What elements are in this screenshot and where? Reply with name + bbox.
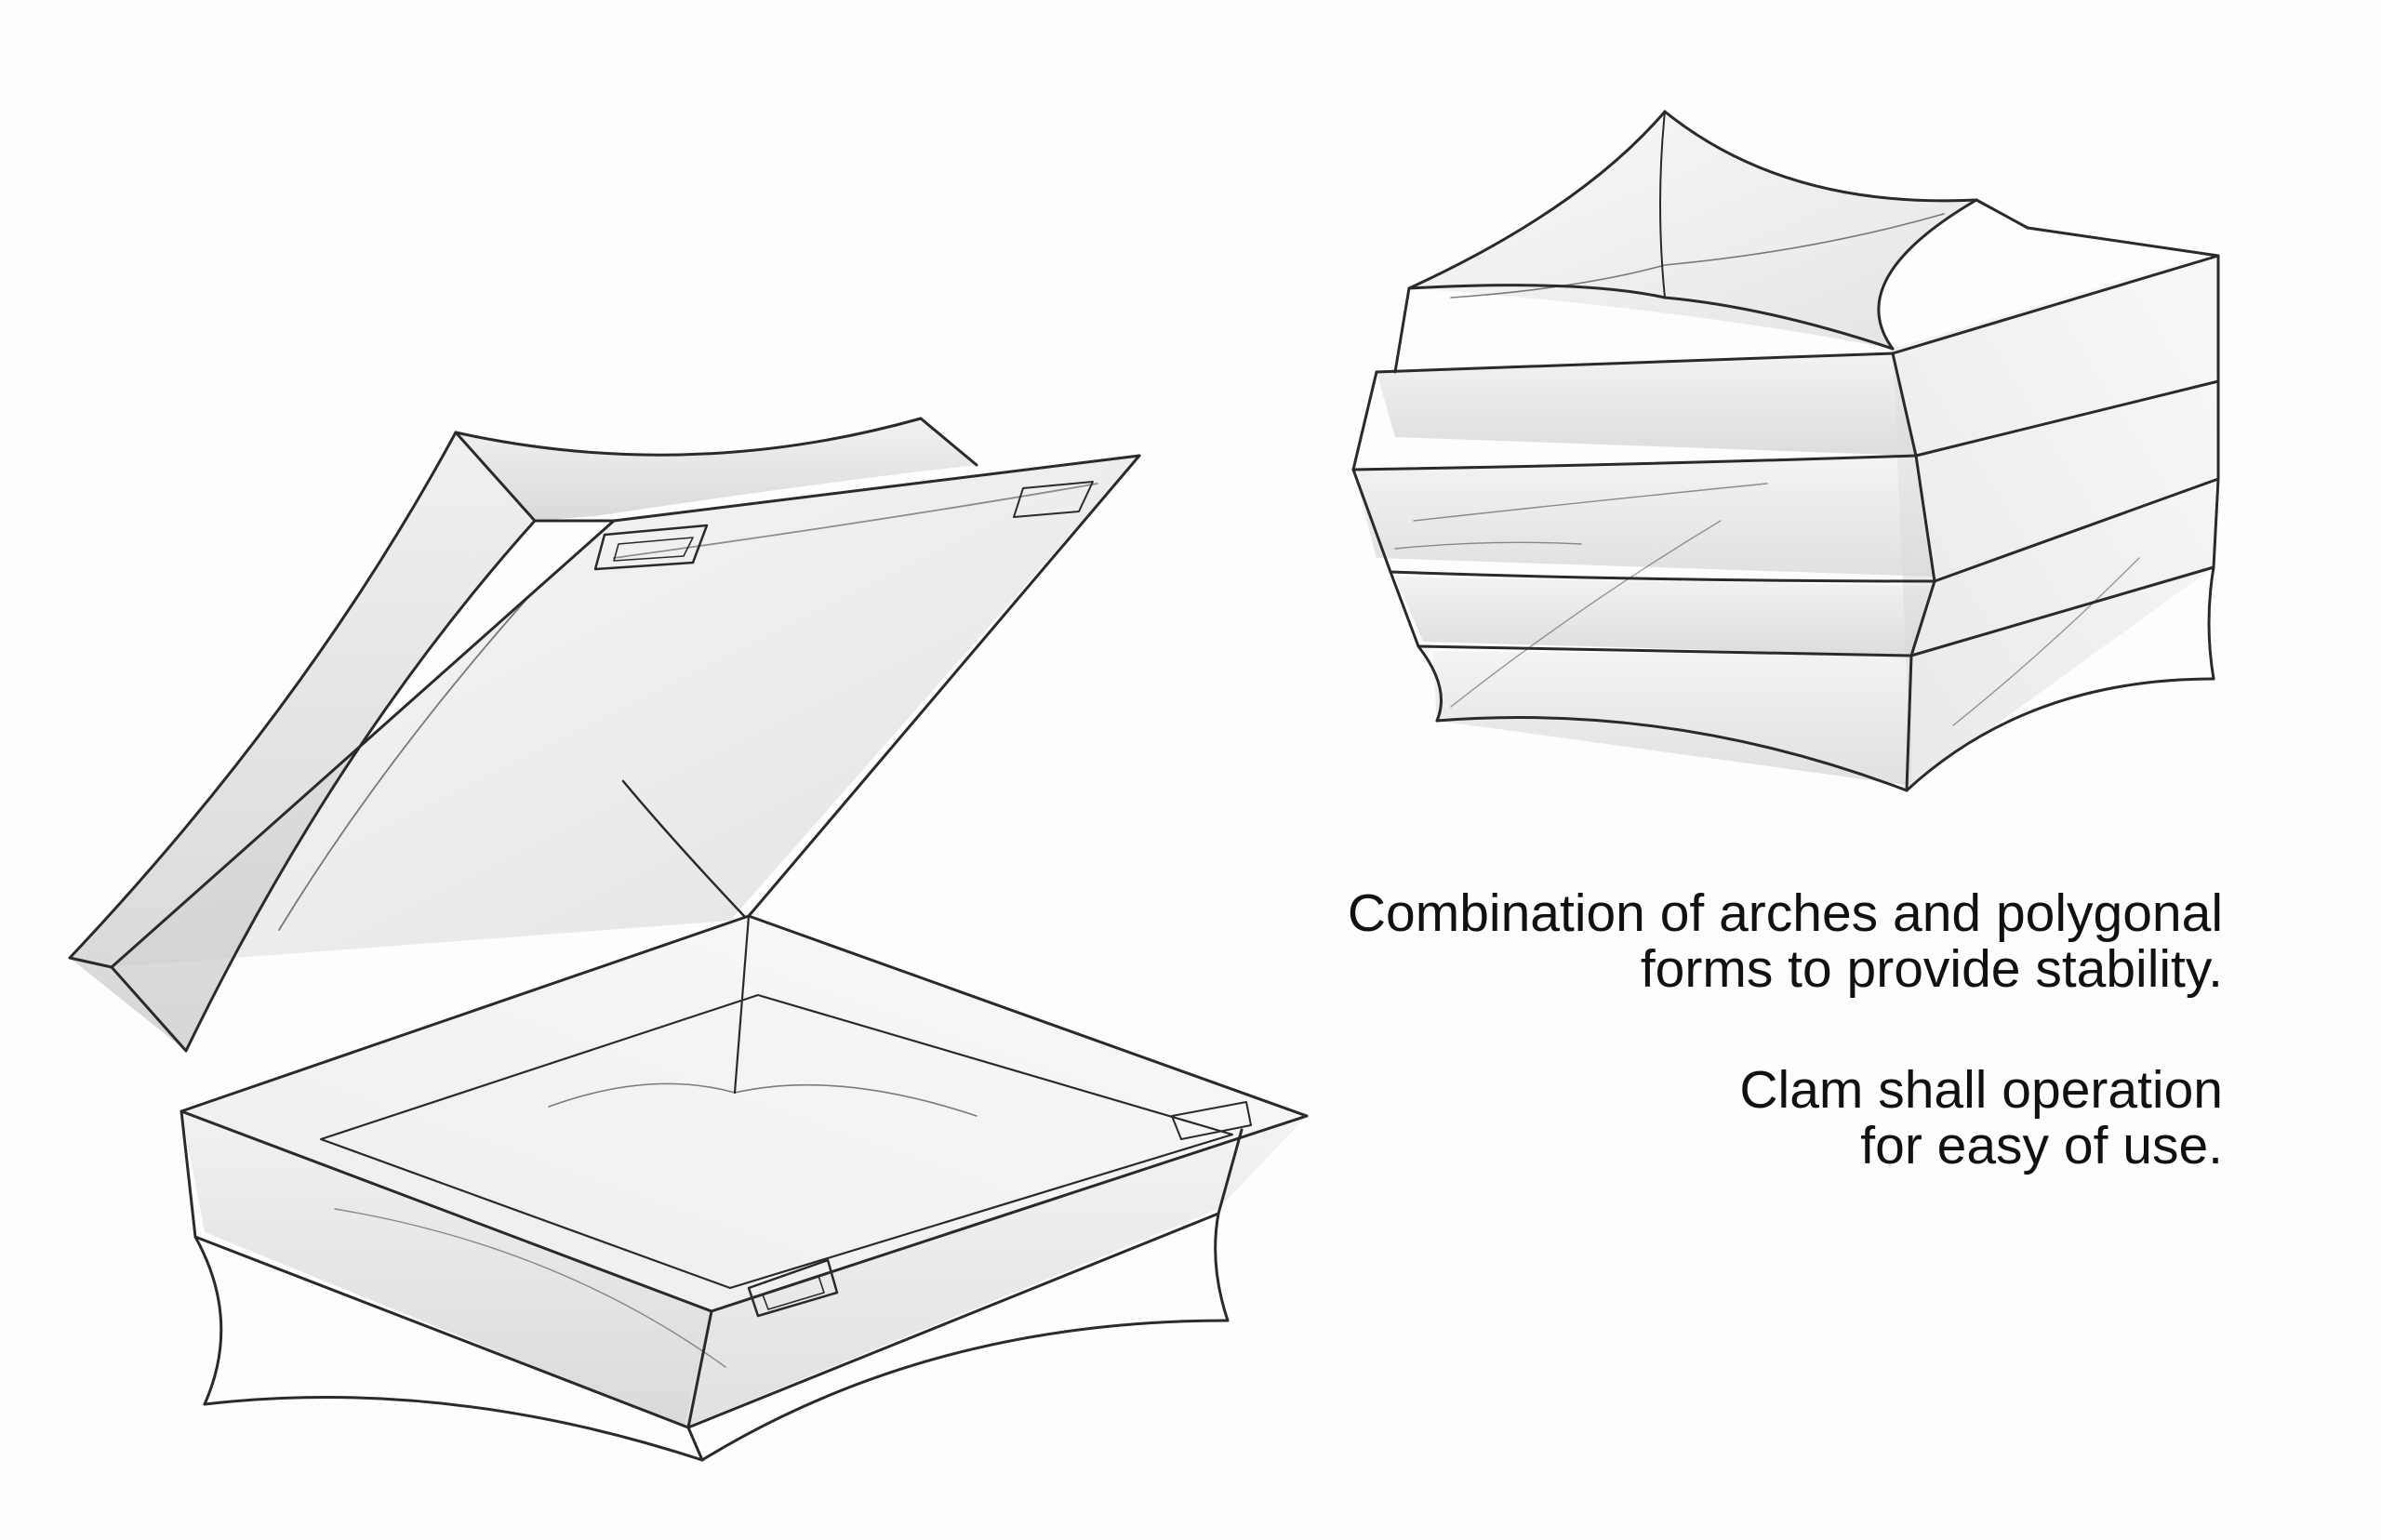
note-line: forms to provide stability. [1640, 939, 2223, 999]
note-stability: Combination of arches and polygonal form… [1014, 885, 2223, 997]
design-notes: Combination of arches and polygonal form… [1014, 885, 2223, 1239]
note-line: Combination of arches and polygonal [1347, 883, 2223, 943]
open-clamshell-box-sketch-icon [68, 417, 1309, 1462]
note-line: for easy of use. [1860, 1116, 2223, 1175]
note-line: Clam shall operation [1739, 1060, 2223, 1120]
stacked-box-sketch-icon [1351, 110, 2220, 792]
note-operation: Clam shall operation for easy of use. [1014, 1062, 2223, 1174]
